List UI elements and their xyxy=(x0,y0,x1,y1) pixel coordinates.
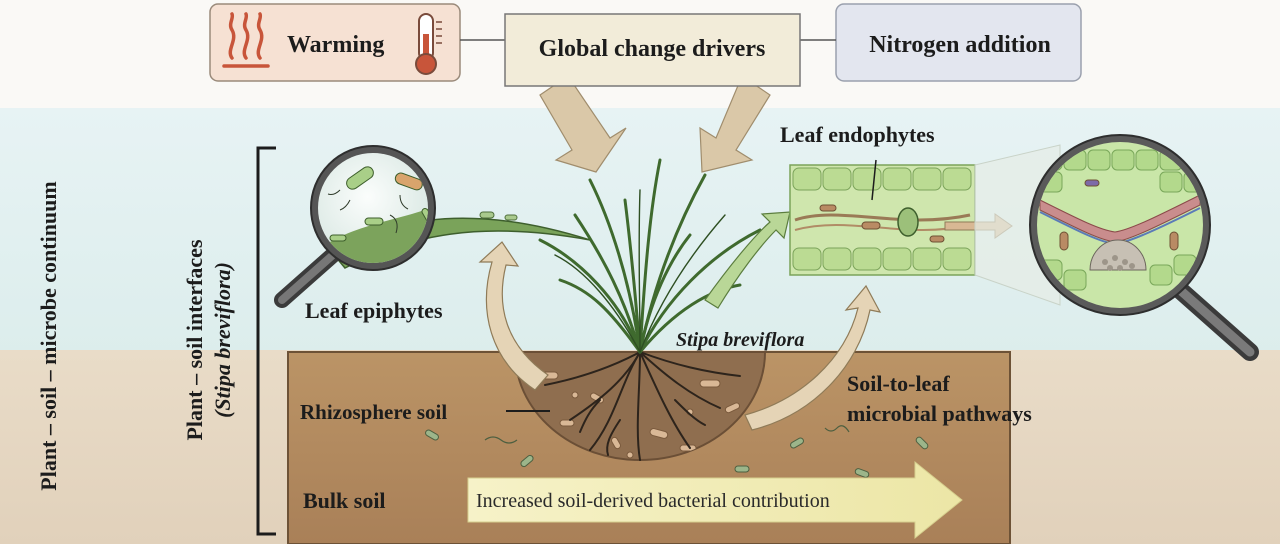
leaf-epiphytes-label: Leaf epiphytes xyxy=(305,298,443,323)
rhizosphere-to-epiphyte-arrow xyxy=(478,241,549,391)
contribution-label: Increased soil-derived bacterial contrib… xyxy=(476,490,830,512)
global-drivers-label: Global change drivers xyxy=(539,36,766,62)
epiphyte-leaf-microbes xyxy=(479,211,518,221)
bulk-soil-flagella xyxy=(484,425,850,444)
leaf-endophytes-label: Leaf endophytes xyxy=(780,122,935,147)
grass-tuft xyxy=(538,158,762,354)
magnifier-epiphytes-icon xyxy=(274,145,436,308)
interfaces-label: Plant – soil interfaces xyxy=(182,239,207,440)
nitrogen-label: Nitrogen addition xyxy=(869,32,1051,58)
continuum-label: Plant – soil – microbe continuum xyxy=(36,181,61,490)
roots xyxy=(544,351,741,461)
warming-label: Warming xyxy=(287,32,384,58)
rhizosphere-region xyxy=(513,351,767,461)
pathway-label-line2: microbial pathways xyxy=(847,401,1032,426)
rhizosphere-label: Rhizosphere soil xyxy=(300,400,447,424)
contribution-arrow xyxy=(467,460,963,540)
bulk-soil-label: Bulk soil xyxy=(303,488,386,513)
global-drivers-box xyxy=(504,13,801,87)
pathway-label-line1: Soil-to-leaf xyxy=(847,371,950,396)
interface-bracket xyxy=(256,146,276,536)
nitrogen-effect-arrow xyxy=(699,75,771,173)
plant-name-label: Stipa breviflora xyxy=(676,329,804,351)
thermometer-icon xyxy=(415,13,442,75)
leaf-tissue-panel xyxy=(789,159,1013,276)
interfaces-species-label: (Stipa breviflora) xyxy=(210,262,235,418)
nitrogen-box xyxy=(835,3,1082,82)
soil-to-leaf-pathway-arrow xyxy=(744,284,882,431)
warming-box xyxy=(209,3,461,82)
heat-waves-icon xyxy=(222,12,270,68)
